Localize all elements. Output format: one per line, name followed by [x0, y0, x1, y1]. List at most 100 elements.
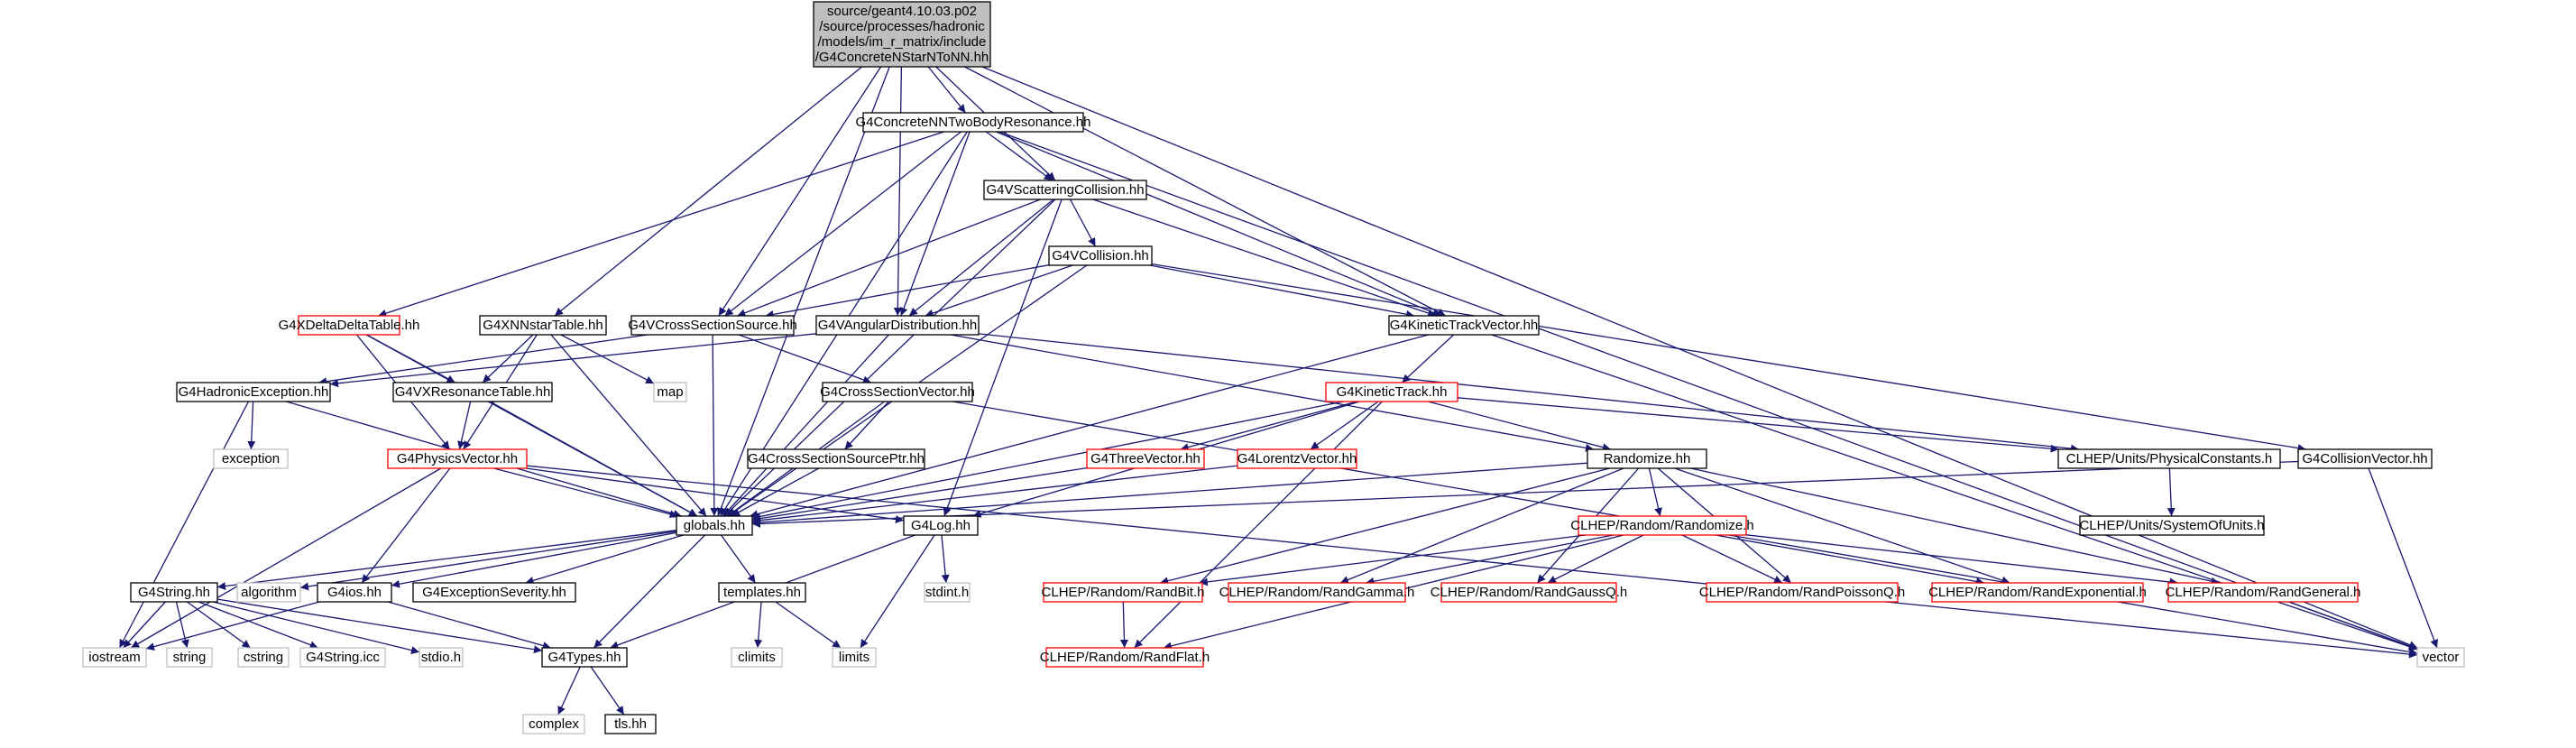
node-g4log[interactable]: G4Log.hh	[903, 515, 979, 536]
node-xnn[interactable]: G4XNNstarTable.hh	[479, 315, 607, 336]
node-templates[interactable]: templates.hh	[718, 582, 806, 603]
node-limits: limits	[832, 647, 877, 668]
node-xdelta[interactable]: G4XDeltaDeltaTable.hh	[279, 315, 420, 336]
node-label: G4KineticTrack.hh	[1337, 384, 1448, 400]
node-three[interactable]: G4ThreeVector.hh	[1086, 448, 1205, 469]
node-label: CLHEP/Random/Randomize.h	[1570, 518, 1753, 533]
node-excsev[interactable]: G4ExceptionSeverity.hh	[412, 582, 576, 603]
node-label: G4String.hh	[138, 585, 210, 600]
node-randomize[interactable]: Randomize.hh	[1587, 448, 1707, 469]
node-randpoisson[interactable]: CLHEP/Random/RandPoissonQ.h	[1699, 582, 1905, 603]
node-nntbr[interactable]: G4ConcreteNNTwoBodyResonance.hh	[856, 112, 1091, 133]
node-box	[822, 382, 973, 402]
node-box	[653, 382, 687, 402]
node-kt[interactable]: G4KineticTrack.hh	[1325, 382, 1458, 402]
edge-physconst-to-sysunits	[2167, 467, 2176, 517]
edge-vcoll-to-ktv	[1149, 264, 1415, 319]
node-box	[317, 582, 392, 603]
edge-g4log-to-stdint	[941, 534, 950, 584]
edge-physvec-to-iostream	[130, 467, 442, 649]
node-g4string[interactable]: G4String.hh	[130, 582, 218, 603]
node-lorentz[interactable]: G4LorentzVector.hh	[1237, 448, 1357, 469]
edge-clrandomize-to-randexp	[1715, 534, 1985, 586]
node-cstring: cstring	[237, 647, 290, 668]
node-box	[130, 582, 218, 603]
edge-g4string-to-g4stringicc	[198, 601, 318, 649]
node-label: CLHEP/Random/RandGaussQ.h	[1431, 585, 1627, 600]
node-randexp[interactable]: CLHEP/Random/RandExponential.h	[1928, 582, 2147, 603]
edge-xnn-to-vres	[482, 334, 534, 383]
node-cssptr[interactable]: G4CrossSectionSourcePtr.hh	[747, 448, 925, 469]
edge-randomize-to-randexp	[1674, 467, 2010, 585]
node-g4types[interactable]: G4Types.hh	[541, 647, 628, 668]
edge-lorentz-to-globals	[751, 465, 1238, 525]
node-box	[2167, 582, 2359, 603]
node-label: G4Types.hh	[548, 650, 621, 665]
node-box	[747, 448, 925, 469]
node-box	[676, 515, 753, 536]
node-g4ios[interactable]: G4ios.hh	[317, 582, 392, 603]
node-label: G4PhysicsVector.hh	[397, 451, 518, 466]
node-randflat[interactable]: CLHEP/Random/RandFlat.h	[1040, 647, 1210, 668]
edge-globals-to-g4string	[216, 530, 677, 590]
node-label: algorithm	[241, 585, 297, 600]
node-label: globals.hh	[684, 518, 745, 533]
edge-kt-to-lorentz	[1310, 401, 1379, 450]
node-label: complex	[529, 716, 579, 732]
edge-globals-to-algorithm	[299, 531, 677, 591]
node-root: source/geant4.10.03.p02/source/processes…	[813, 1, 991, 68]
node-label: stdio.h	[421, 650, 461, 665]
node-csv[interactable]: G4CrossSectionVector.hh	[820, 382, 975, 402]
node-label: source/geant4.10.03.p02	[827, 4, 977, 19]
node-physvec[interactable]: G4PhysicsVector.hh	[387, 448, 528, 469]
node-box	[1587, 448, 1707, 469]
node-vang[interactable]: G4VAngularDistribution.hh	[815, 315, 980, 336]
edge-vcoll-to-vang	[925, 264, 1073, 318]
node-hadex[interactable]: G4HadronicException.hh	[176, 382, 331, 402]
edge-randomize-to-clrandomize	[1648, 467, 1662, 517]
node-string: string	[166, 647, 213, 668]
node-randgeneral[interactable]: CLHEP/Random/RandGeneral.h	[2166, 582, 2361, 603]
node-label: G4ExceptionSeverity.hh	[422, 585, 566, 600]
node-collvec[interactable]: G4CollisionVector.hh	[2297, 448, 2433, 469]
node-globals[interactable]: globals.hh	[676, 515, 753, 536]
edge-scat-to-vcross	[737, 199, 1041, 317]
edge-three-to-globals	[751, 466, 1088, 523]
edge-xnn-to-globals	[550, 334, 707, 517]
node-physconst[interactable]: CLHEP/Units/PhysicalConstants.h	[2057, 448, 2281, 469]
node-vcoll[interactable]: G4VCollision.hh	[1048, 245, 1153, 266]
edge-vres-to-physvec	[457, 401, 472, 450]
node-clrandomize[interactable]: CLHEP/Random/Randomize.h	[1570, 515, 1754, 536]
node-label: tls.hh	[614, 716, 647, 732]
node-label: G4CrossSectionVector.hh	[820, 384, 975, 400]
node-randgaussq[interactable]: CLHEP/Random/RandGaussQ.h	[1431, 582, 1627, 603]
node-box	[903, 515, 979, 536]
node-ktv[interactable]: G4KineticTrackVector.hh	[1388, 315, 1540, 336]
edge-kt-to-three	[1180, 401, 1357, 451]
node-label: G4VAngularDistribution.hh	[818, 318, 977, 333]
node-vcross[interactable]: G4VCrossSectionSource.hh	[628, 315, 797, 336]
node-randgamma[interactable]: CLHEP/Random/RandGamma.h	[1219, 582, 1415, 603]
node-vres[interactable]: G4VXResonanceTable.hh	[392, 382, 553, 402]
node-complex: complex	[522, 714, 585, 734]
edge-g4string-to-stdio	[213, 601, 420, 654]
edge-nntbr-to-ktv	[996, 131, 1441, 317]
edge-collvec-to-globals	[751, 460, 2299, 528]
node-scat[interactable]: G4VScatteringCollision.hh	[983, 180, 1147, 200]
node-label: string	[173, 650, 207, 665]
node-box	[718, 582, 806, 603]
node-tls[interactable]: tls.hh	[604, 714, 657, 734]
node-box	[392, 382, 553, 402]
node-sysunits[interactable]: CLHEP/Units/SystemOfUnits.h	[2079, 515, 2265, 536]
node-box	[2079, 515, 2265, 536]
edge-globals-to-excsev	[525, 534, 684, 585]
node-randbit[interactable]: CLHEP/Random/RandBit.h	[1042, 582, 1205, 603]
node-stdio: stdio.h	[419, 647, 464, 668]
node-label: G4String.icc	[306, 650, 380, 665]
node-exception: exception	[213, 448, 289, 469]
edge-hadex-to-iostream	[118, 401, 250, 649]
edge-g4string-to-cstring	[187, 601, 251, 649]
edge-root-to-ktv	[964, 66, 1446, 317]
node-label: CLHEP/Random/RandExponential.h	[1928, 585, 2147, 600]
